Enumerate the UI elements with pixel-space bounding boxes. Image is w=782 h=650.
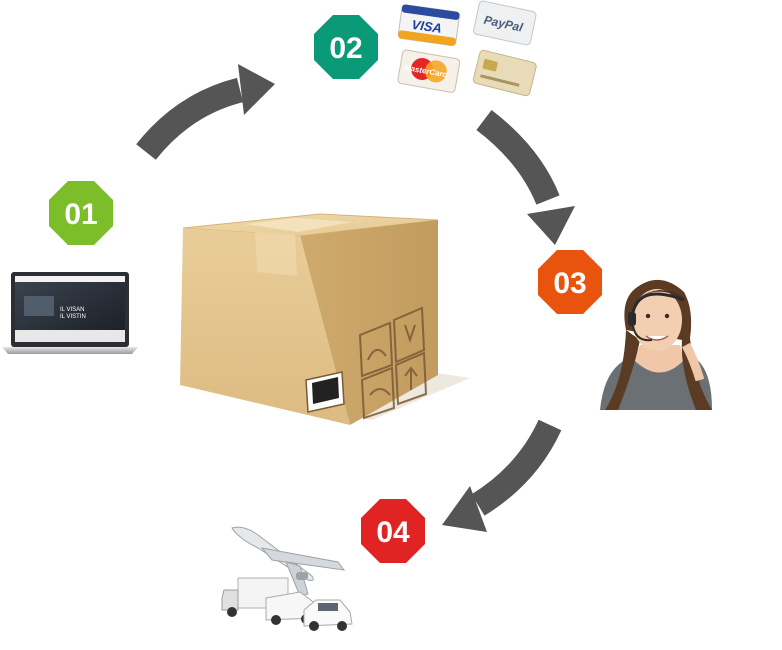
mastercard-card: MasterCard	[397, 49, 461, 93]
step-badge-02: 02	[314, 15, 378, 79]
cycle-arrows	[136, 64, 575, 532]
arrow-step2-to-step3	[476, 110, 575, 245]
airplane-icon	[231, 526, 346, 597]
svg-text:01: 01	[64, 198, 97, 231]
svg-text:03: 03	[553, 267, 586, 300]
support-agent-photo	[600, 279, 712, 410]
visa-card: VISA	[397, 4, 460, 46]
svg-text:04: 04	[376, 516, 410, 549]
shipping-symbols	[358, 306, 428, 420]
gold-card	[472, 49, 537, 97]
airplane-and-trucks	[221, 526, 353, 631]
paypal-card: PayPal	[473, 0, 537, 46]
headset-icon	[630, 292, 685, 319]
step-badge-03: 03	[538, 250, 602, 314]
cardboard-box	[180, 213, 470, 425]
arrow-step1-to-step2	[136, 64, 275, 160]
svg-text:02: 02	[329, 32, 362, 65]
step-badge-01: 01	[49, 181, 113, 245]
payment-cards: VISA PayPal MasterCard	[397, 0, 537, 97]
arrow-step3-to-step4	[442, 419, 562, 532]
barcode-label	[305, 371, 345, 413]
step-badge-04: 04	[361, 499, 425, 563]
svg-text:VISA: VISA	[411, 17, 443, 36]
car-icon	[303, 599, 353, 631]
